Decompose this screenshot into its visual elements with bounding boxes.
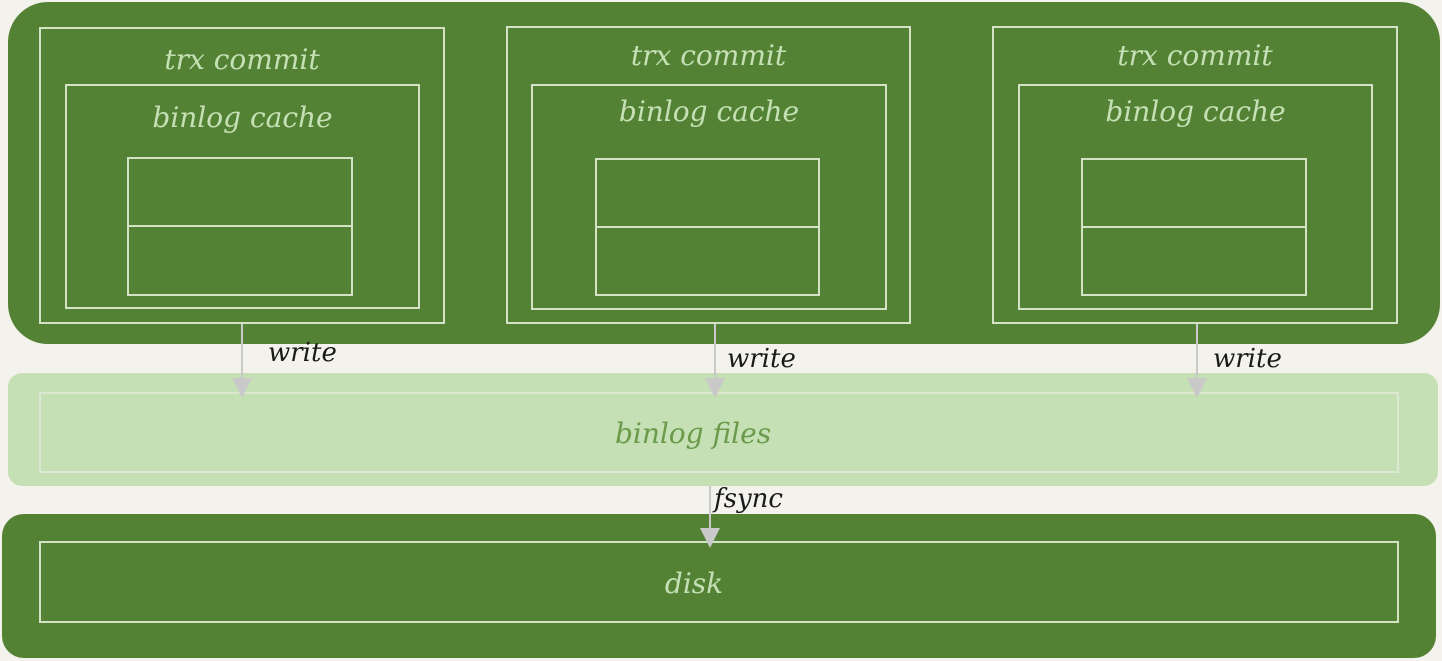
binlog-files-label: binlog files [614,417,772,450]
disk-label: disk [664,567,724,600]
trx-commit-box-1: trx commit binlog cache [39,27,445,324]
memory-band [8,2,1440,344]
trx-commit-label-3: trx commit [1117,39,1273,72]
binlog-cache-label-3: binlog cache [1105,95,1286,128]
cache-entry-divider-3 [1083,226,1305,228]
write-label-2: write [727,344,796,374]
binlog-cache-box-1: binlog cache [65,84,420,309]
cache-entry-divider-1 [129,225,351,227]
write-label-3: write [1213,344,1282,374]
binlog-cache-label-2: binlog cache [618,95,800,128]
trx-commit-label-1: trx commit [164,43,320,76]
write-label-1: write [268,338,337,368]
trx-commit-label-2: trx commit [630,39,787,72]
binlog-cache-box-3: binlog cache [1018,84,1373,310]
fsync-label: fsync [714,484,783,514]
binlog-cache-label-1: binlog cache [152,101,333,134]
trx-commit-box-2: trx commit binlog cache [506,26,911,324]
cache-entry-divider-2 [597,226,818,228]
cache-entry-box-1 [127,157,353,296]
trx-commit-box-3: trx commit binlog cache [992,26,1398,324]
cache-entry-box-3 [1081,158,1307,296]
cache-entry-box-2 [595,158,820,296]
binlog-cache-box-2: binlog cache [531,84,887,310]
